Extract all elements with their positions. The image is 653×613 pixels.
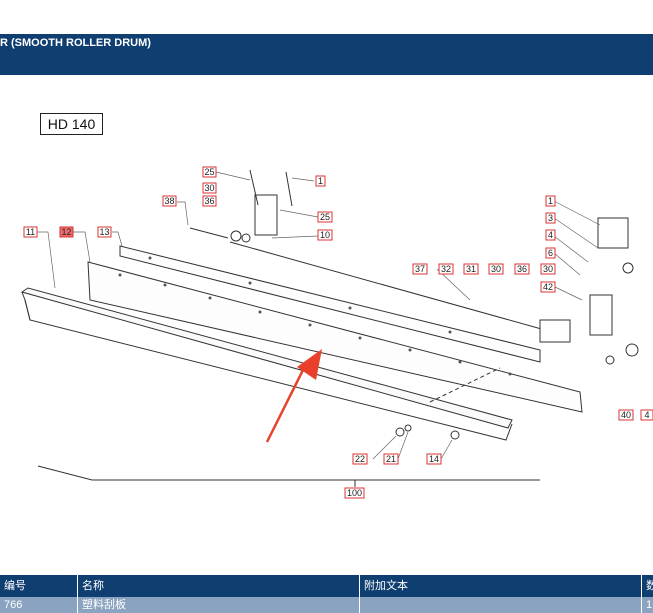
callout-1-top[interactable]: 1	[315, 175, 326, 187]
parts-diagram: 11 12 13 38 25 30 36 1 25 10 37 32 31 30…	[20, 166, 653, 499]
svg-text:3: 3	[548, 213, 553, 223]
callout-100[interactable]: 100	[344, 487, 365, 499]
cell-number: 766	[0, 597, 78, 613]
col-number: 编号	[0, 575, 78, 597]
model-label: HD 140	[40, 113, 103, 135]
svg-text:42: 42	[543, 282, 553, 292]
svg-text:1: 1	[318, 176, 323, 186]
title-bar: R (SMOOTH ROLLER DRUM)	[0, 34, 653, 75]
svg-text:30: 30	[204, 183, 214, 193]
callout-42[interactable]: 42	[540, 281, 556, 293]
col-additional-text: 附加文本	[360, 575, 642, 597]
plate-12-shape	[87, 261, 583, 413]
strip-13-shape	[119, 245, 541, 363]
svg-text:6: 6	[548, 248, 553, 258]
callout-31[interactable]: 31	[463, 263, 479, 275]
callout-25-top[interactable]: 25	[202, 166, 217, 178]
svg-text:4: 4	[548, 230, 553, 240]
svg-text:10: 10	[320, 230, 330, 240]
callout-14[interactable]: 14	[426, 453, 442, 465]
callout-25-mid[interactable]: 25	[317, 211, 333, 223]
svg-text:14: 14	[429, 454, 439, 464]
callout-6[interactable]: 6	[545, 247, 556, 259]
callout-30-top[interactable]: 30	[202, 182, 217, 194]
svg-text:36: 36	[204, 196, 214, 206]
plate-holes	[118, 256, 512, 376]
svg-text:4: 4	[644, 410, 649, 420]
callout-22[interactable]: 22	[352, 453, 368, 465]
callout-21[interactable]: 21	[383, 453, 399, 465]
rail-11-shape	[20, 287, 513, 429]
callout-36-top[interactable]: 36	[202, 195, 217, 207]
callout-37[interactable]: 37	[412, 263, 428, 275]
col-quantity: 数	[646, 580, 653, 592]
callout-30-right[interactable]: 30	[540, 263, 556, 275]
callout-38[interactable]: 38	[162, 195, 177, 207]
svg-text:40: 40	[621, 410, 631, 420]
svg-text:22: 22	[355, 454, 365, 464]
svg-text:38: 38	[164, 196, 174, 206]
cell-name: 塑料刮板	[78, 597, 360, 613]
table-row[interactable]: 766 塑料刮板 1	[0, 597, 653, 613]
highlight-arrow	[265, 349, 322, 443]
svg-text:25: 25	[204, 167, 214, 177]
callout-13[interactable]: 13	[97, 226, 112, 238]
callout-30-mid[interactable]: 30	[488, 263, 504, 275]
callout-3[interactable]: 3	[545, 212, 556, 224]
svg-text:30: 30	[491, 264, 501, 274]
callout-12[interactable]: 12	[59, 226, 74, 238]
callout-1-right[interactable]: 1	[545, 195, 556, 207]
callout-11[interactable]: 11	[23, 226, 38, 238]
cell-quantity: 1	[646, 599, 653, 611]
svg-text:25: 25	[320, 212, 330, 222]
col-name: 名称	[78, 575, 360, 597]
svg-text:11: 11	[26, 227, 35, 237]
svg-text:21: 21	[386, 454, 396, 464]
callout-10[interactable]: 10	[317, 229, 333, 241]
callout-32[interactable]: 32	[438, 263, 454, 275]
svg-text:31: 31	[466, 264, 476, 274]
svg-text:100: 100	[347, 488, 362, 498]
callout-40[interactable]: 40	[618, 409, 634, 421]
svg-text:1: 1	[548, 196, 553, 206]
page-title: R (SMOOTH ROLLER DRUM)	[0, 37, 151, 49]
svg-text:32: 32	[441, 264, 451, 274]
svg-text:36: 36	[517, 264, 527, 274]
callout-36-mid[interactable]: 36	[514, 263, 530, 275]
cell-additional-text	[360, 597, 642, 613]
callout-4[interactable]: 4	[545, 229, 556, 241]
svg-text:37: 37	[415, 264, 425, 274]
parts-table-header: 编号 名称 附加文本 数	[0, 575, 653, 597]
callout-4-bottom[interactable]: 4	[640, 409, 653, 421]
svg-text:30: 30	[543, 264, 553, 274]
svg-text:13: 13	[99, 227, 109, 237]
svg-text:12: 12	[61, 227, 71, 237]
